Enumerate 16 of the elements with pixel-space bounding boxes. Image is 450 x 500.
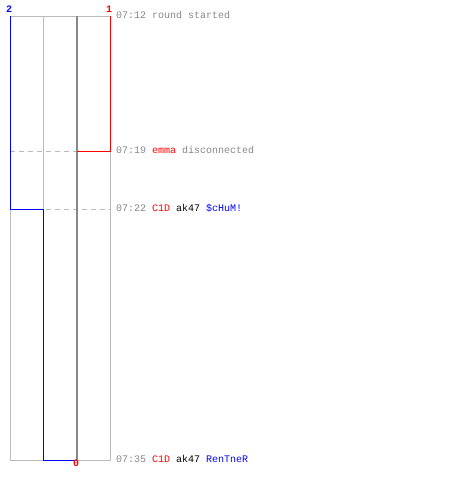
event-text: disconnected	[182, 146, 254, 157]
event-text: round started	[152, 11, 230, 22]
player-name: $cHuM!	[206, 204, 242, 215]
axis-label: 0	[73, 459, 80, 470]
event-time: 07:35	[116, 455, 146, 466]
weapon-name: ak47	[176, 455, 200, 466]
player-name: C1D	[152, 204, 170, 215]
event-time: 07:22	[116, 204, 146, 215]
weapon-name: ak47	[176, 204, 200, 215]
event-time: 07:19	[116, 146, 146, 157]
axis-label: 1	[106, 5, 112, 16]
player-name: emma	[152, 146, 176, 157]
player-name: RenTneR	[206, 455, 248, 466]
player-name: C1D	[152, 455, 170, 466]
event-time: 07:12	[116, 11, 146, 22]
axis-label: 2	[6, 5, 12, 16]
